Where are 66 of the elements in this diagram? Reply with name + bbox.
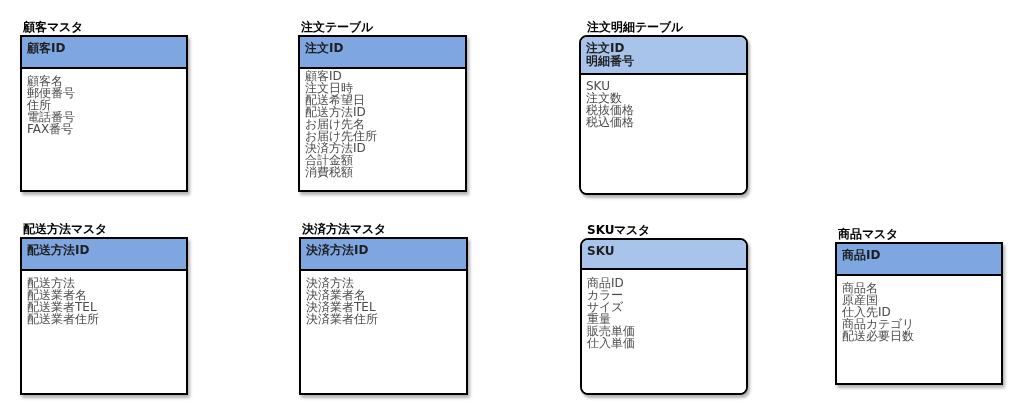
- attribute-name: SKU: [586, 80, 610, 92]
- key-field-name: 配送方法ID: [27, 244, 90, 257]
- attribute-name: FAX番号: [27, 123, 74, 135]
- attribute-name: サイズ: [587, 301, 623, 313]
- attribute-name: 決済業者名: [306, 289, 366, 301]
- table-name: 注文テーブル: [301, 21, 373, 34]
- attribute-name: 税抜価格: [586, 104, 634, 116]
- attribute-name: 電話番号: [27, 111, 75, 123]
- primary-key-band: [581, 37, 746, 73]
- attribute-section: [22, 269, 186, 393]
- attribute-name: 決済方法: [306, 277, 354, 289]
- attribute-name: 配送業者TEL: [27, 301, 97, 313]
- attribute-section: [300, 67, 465, 190]
- key-field-name: 注文ID: [586, 42, 625, 55]
- attribute-name: 配送希望日: [305, 94, 365, 106]
- key-field-name: 注文ID: [305, 42, 344, 55]
- attribute-name: お届け先名: [305, 118, 365, 130]
- table-name: 決済方法マスタ: [302, 223, 386, 236]
- primary-key-band: [582, 240, 746, 268]
- table-name: 商品マスタ: [838, 228, 898, 241]
- attribute-name: 決済方法ID: [305, 142, 366, 154]
- attribute-name: 消費税額: [305, 166, 353, 178]
- attribute-name: 顧客ID: [305, 70, 342, 82]
- attribute-name: 配送必要日数: [842, 330, 914, 342]
- key-field-name: 決済方法ID: [306, 244, 369, 257]
- attribute-section: [581, 73, 746, 193]
- attribute-section: [22, 67, 186, 190]
- attribute-name: カラー: [587, 289, 623, 301]
- attribute-name: 注文数: [586, 92, 622, 104]
- attribute-name: 税込価格: [586, 116, 634, 128]
- attribute-name: 住所: [27, 99, 51, 111]
- attribute-name: 顧客名: [27, 75, 63, 87]
- attribute-name: 配送業者名: [27, 289, 87, 301]
- attribute-name: 配送方法ID: [305, 106, 366, 118]
- attribute-name: 決済業者住所: [306, 313, 378, 325]
- attribute-section: [837, 274, 1001, 383]
- attribute-name: 重量: [587, 313, 611, 325]
- attribute-name: 商品名: [842, 282, 878, 294]
- attribute-section: [582, 268, 746, 393]
- key-field-name: 顧客ID: [27, 42, 66, 55]
- attribute-section: [301, 269, 466, 393]
- key-field-name: 明細番号: [586, 54, 634, 67]
- table-name: SKUマスタ: [587, 224, 651, 237]
- attribute-name: 合計金額: [305, 154, 353, 166]
- attribute-name: 注文日時: [305, 82, 353, 94]
- table-name: 配送方法マスタ: [23, 223, 107, 236]
- attribute-name: お届け先住所: [305, 130, 377, 142]
- attribute-name: 商品ID: [587, 277, 624, 289]
- attribute-name: 郵便番号: [27, 87, 75, 99]
- attribute-name: 配送業者住所: [27, 313, 99, 325]
- primary-key-band: [300, 37, 465, 67]
- attribute-name: 原産国: [842, 294, 878, 306]
- primary-key-band: [22, 239, 186, 269]
- attribute-name: 商品カテゴリ: [842, 318, 914, 330]
- table-name: 注文明細テーブル: [587, 21, 683, 34]
- attribute-name: 仕入単価: [587, 337, 635, 349]
- attribute-name: 決済業者TEL: [306, 301, 376, 313]
- primary-key-band: [22, 37, 186, 67]
- attribute-name: 配送方法: [27, 277, 75, 289]
- primary-key-band: [301, 239, 466, 269]
- table-name: 顧客マスタ: [23, 21, 83, 34]
- key-field-name: SKU: [587, 245, 615, 258]
- attribute-name: 販売単価: [587, 325, 635, 337]
- key-field-name: 商品ID: [842, 249, 881, 262]
- attribute-name: 仕入先ID: [842, 306, 891, 318]
- primary-key-band: [837, 244, 1001, 274]
